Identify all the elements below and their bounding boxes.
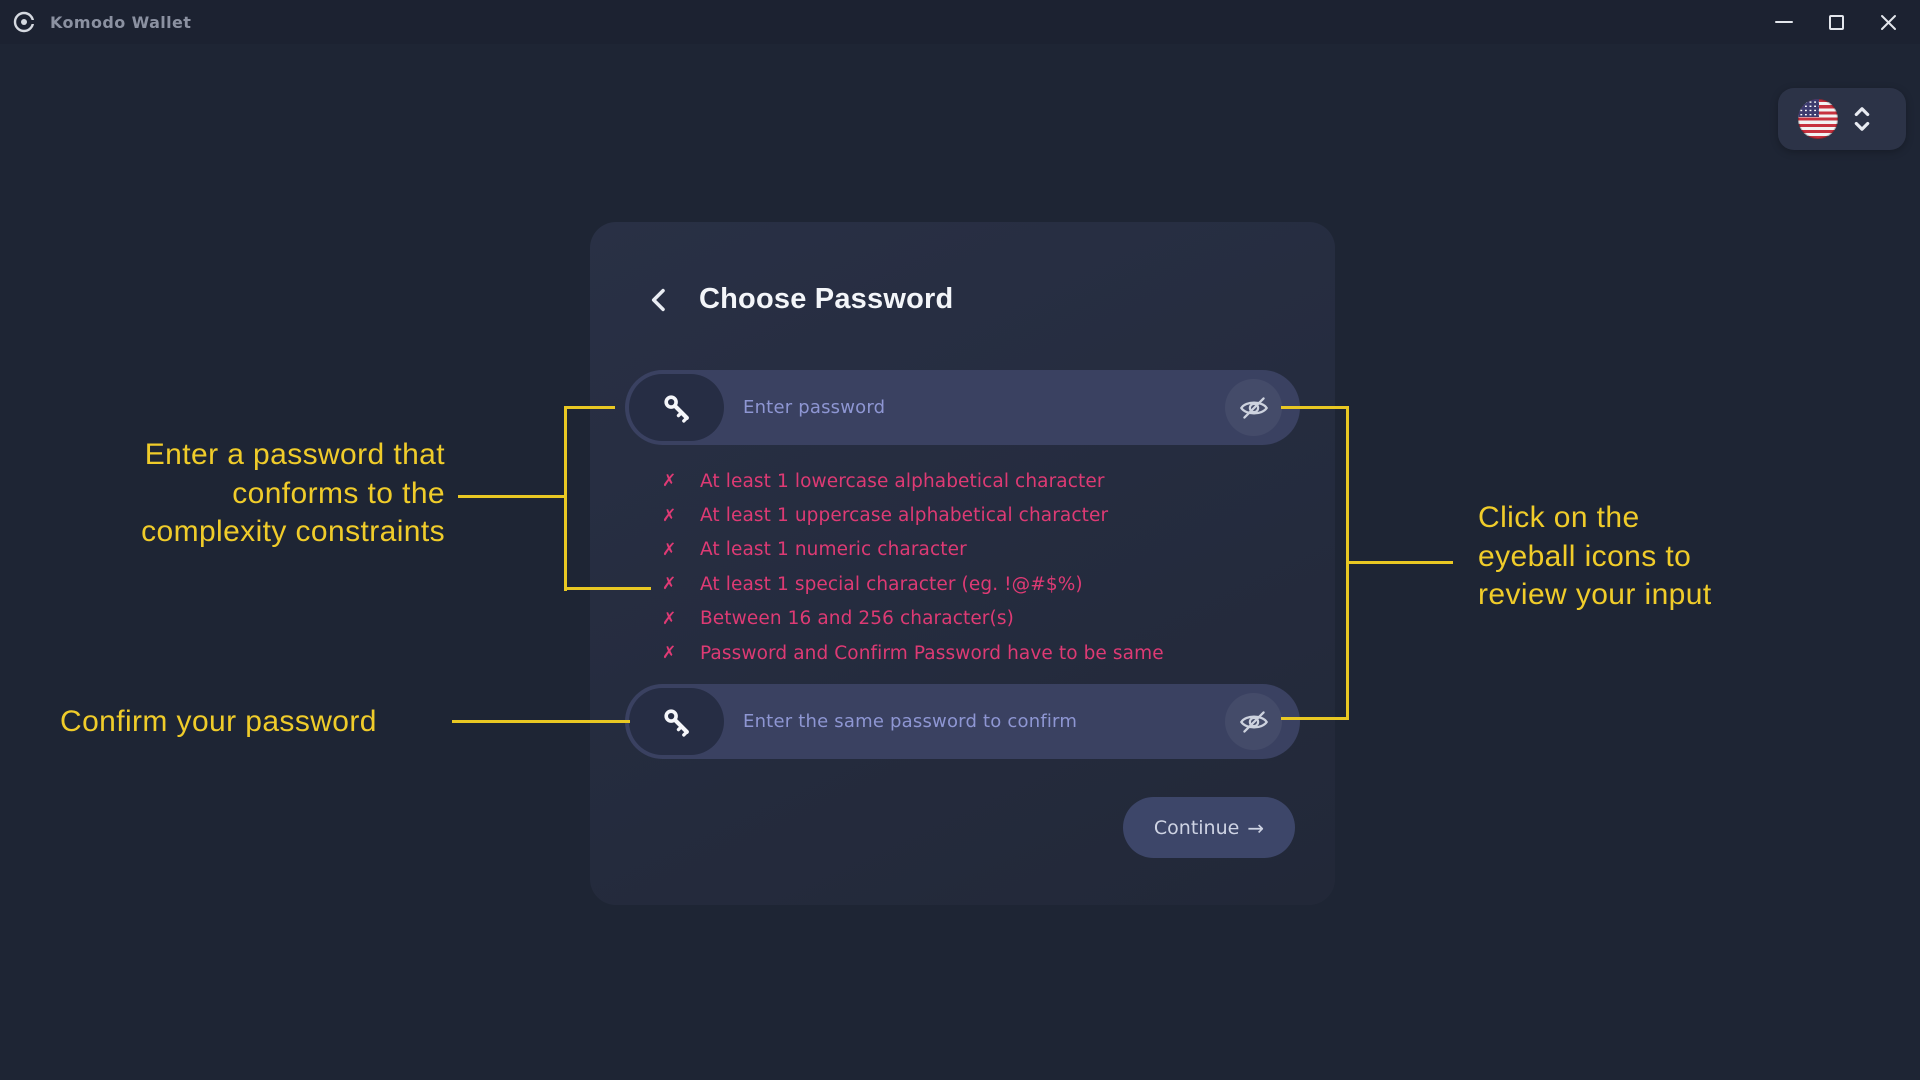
back-button[interactable] <box>642 284 674 316</box>
choose-password-card <box>590 222 1335 905</box>
komodo-logo-icon <box>12 10 36 34</box>
annotation-line <box>1281 406 1347 409</box>
us-flag-icon <box>1798 99 1838 139</box>
password-requirements-list: ✗ At least 1 lowercase alphabetical char… <box>662 464 1222 670</box>
requirement-text: At least 1 lowercase alphabetical charac… <box>700 470 1105 492</box>
requirement-text: Password and Confirm Password have to be… <box>700 642 1164 664</box>
key-icon <box>629 688 724 755</box>
x-mark-icon: ✗ <box>662 505 677 526</box>
arrow-right-icon: → <box>1247 815 1265 840</box>
minimize-icon <box>1775 21 1793 23</box>
maximize-icon <box>1828 14 1844 30</box>
back-chevron-icon <box>651 288 665 312</box>
toggle-password-visibility-button[interactable] <box>1225 379 1282 436</box>
titlebar: Komodo Wallet <box>0 0 1920 44</box>
continue-button[interactable]: Continue → <box>1123 797 1295 858</box>
requirement-item: ✗ At least 1 lowercase alphabetical char… <box>662 464 1222 498</box>
requirement-item: ✗ Between 16 and 256 character(s) <box>662 602 1222 636</box>
annotation-line <box>458 495 566 498</box>
x-mark-icon: ✗ <box>662 608 677 629</box>
annotation-line <box>1349 561 1453 564</box>
requirement-item: ✗ At least 1 special character (eg. !@#$… <box>662 567 1222 601</box>
x-mark-icon: ✗ <box>662 539 677 560</box>
confirm-password-input[interactable] <box>625 684 1300 759</box>
up-down-chevron-icon <box>1850 104 1874 134</box>
annotation-line <box>1281 717 1347 720</box>
x-mark-icon: ✗ <box>662 574 677 595</box>
annotation-line <box>564 406 567 591</box>
eyeball-annotation: Click on the eyeball icons to review you… <box>1478 501 1712 611</box>
requirement-item: ✗ Password and Confirm Password have to … <box>662 636 1222 670</box>
requirement-item: ✗ At least 1 numeric character <box>662 533 1222 567</box>
requirement-text: At least 1 numeric character <box>700 539 967 561</box>
password-annotation: Enter a password that conforms to the co… <box>141 438 445 548</box>
requirement-text: Between 16 and 256 character(s) <box>700 608 1014 630</box>
maximize-button[interactable] <box>1810 0 1862 44</box>
requirement-text: At least 1 uppercase alphabetical charac… <box>700 505 1109 527</box>
requirement-item: ✗ At least 1 uppercase alphabetical char… <box>662 498 1222 532</box>
toggle-confirm-visibility-button[interactable] <box>1225 693 1282 750</box>
language-selector[interactable] <box>1778 88 1906 150</box>
requirement-text: At least 1 special character (eg. !@#$%) <box>700 573 1083 595</box>
password-field-container <box>625 370 1300 445</box>
app-title: Komodo Wallet <box>50 12 192 32</box>
eye-off-icon <box>1239 710 1268 733</box>
key-icon <box>629 374 724 441</box>
annotation-line <box>566 587 651 590</box>
annotation-line <box>452 720 630 723</box>
confirm-annotation: Confirm your password <box>60 705 377 738</box>
annotation-line <box>566 406 615 409</box>
annotation-line <box>1346 406 1349 720</box>
continue-label: Continue <box>1153 816 1240 839</box>
close-icon <box>1880 14 1896 30</box>
password-input[interactable] <box>625 370 1300 445</box>
minimize-button[interactable] <box>1758 0 1810 44</box>
eye-off-icon <box>1239 396 1268 419</box>
confirm-password-field-container <box>625 684 1300 759</box>
close-button[interactable] <box>1862 0 1914 44</box>
x-mark-icon: ✗ <box>662 471 677 492</box>
page-title: Choose Password <box>699 283 954 315</box>
x-mark-icon: ✗ <box>662 643 677 664</box>
